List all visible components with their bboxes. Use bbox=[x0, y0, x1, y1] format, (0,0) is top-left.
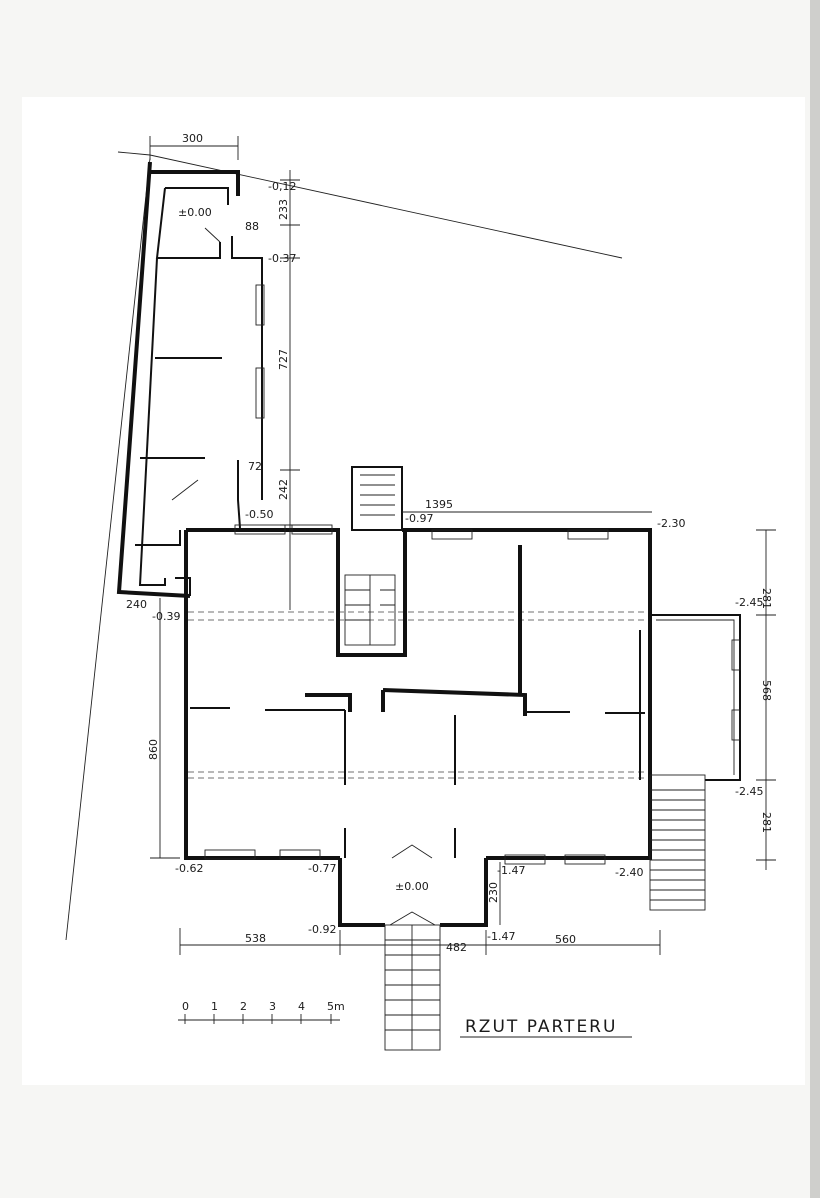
dim-label: 860 bbox=[147, 739, 160, 760]
level-label: -0.92 bbox=[308, 923, 336, 936]
plan-title-text: RZUT PARTERU bbox=[465, 1017, 617, 1037]
dimension-lines bbox=[149, 136, 776, 955]
scale-tick-3: 3 bbox=[269, 1000, 276, 1013]
level-label: -2.45 bbox=[735, 596, 763, 609]
level-label: -0.77 bbox=[308, 862, 336, 875]
scale-tick-2: 2 bbox=[240, 1000, 247, 1013]
level-label: -0.37 bbox=[268, 252, 296, 265]
level-label: -0.62 bbox=[175, 862, 203, 875]
side-wing bbox=[116, 161, 265, 598]
level-label: -1.47 bbox=[497, 864, 525, 877]
level-label: -0.50 bbox=[245, 508, 273, 521]
dim-label: 88 bbox=[245, 220, 259, 233]
level-label: -1.47 bbox=[487, 930, 515, 943]
drawing-sheet bbox=[22, 97, 805, 1085]
dim-label: 72 bbox=[248, 460, 262, 473]
dim-label: 240 bbox=[126, 598, 147, 611]
level-label: -0.97 bbox=[405, 512, 433, 525]
front-porch bbox=[338, 844, 488, 1051]
level-label: -2.45 bbox=[735, 785, 763, 798]
level-label: -0.39 bbox=[152, 610, 180, 623]
scale-bar: 0 1 2 3 4 5m bbox=[178, 1000, 345, 1024]
main-building bbox=[184, 524, 652, 865]
dim-label: 482 bbox=[446, 941, 467, 954]
dim-label: 230 bbox=[487, 882, 500, 903]
dim-label: 727 bbox=[277, 349, 290, 370]
level-label: -2.40 bbox=[615, 866, 643, 879]
level-label: ±0.00 bbox=[395, 880, 429, 893]
plan-title: RZUT PARTERU bbox=[460, 1017, 632, 1038]
dim-label: 560 bbox=[555, 933, 576, 946]
dim-label: 538 bbox=[245, 932, 266, 945]
dim-label: 281 bbox=[760, 588, 773, 609]
dim-label: 233 bbox=[277, 199, 290, 220]
level-marks: -0,12 ±0.00 -0.37 -0.50 -0.97 -2.30 -2.4… bbox=[152, 180, 763, 943]
dimension-labels: 300 233 88 727 72 242 240 1395 860 281 5… bbox=[126, 132, 773, 954]
dim-label: 1395 bbox=[425, 498, 453, 511]
dim-label: 568 bbox=[760, 680, 773, 701]
level-label: -0,12 bbox=[268, 180, 296, 193]
level-label: -2.30 bbox=[657, 517, 685, 530]
stair-tower bbox=[336, 466, 407, 657]
scale-tick-5: 5m bbox=[327, 1000, 345, 1013]
east-annex bbox=[649, 614, 741, 911]
paper-edge bbox=[810, 0, 820, 1198]
scale-tick-0: 0 bbox=[182, 1000, 189, 1013]
dim-label: 300 bbox=[182, 132, 203, 145]
scale-tick-4: 4 bbox=[298, 1000, 305, 1013]
dim-label: 242 bbox=[277, 479, 290, 500]
dim-label: 281 bbox=[760, 812, 773, 833]
level-label: ±0.00 bbox=[178, 206, 212, 219]
scale-tick-1: 1 bbox=[211, 1000, 218, 1013]
